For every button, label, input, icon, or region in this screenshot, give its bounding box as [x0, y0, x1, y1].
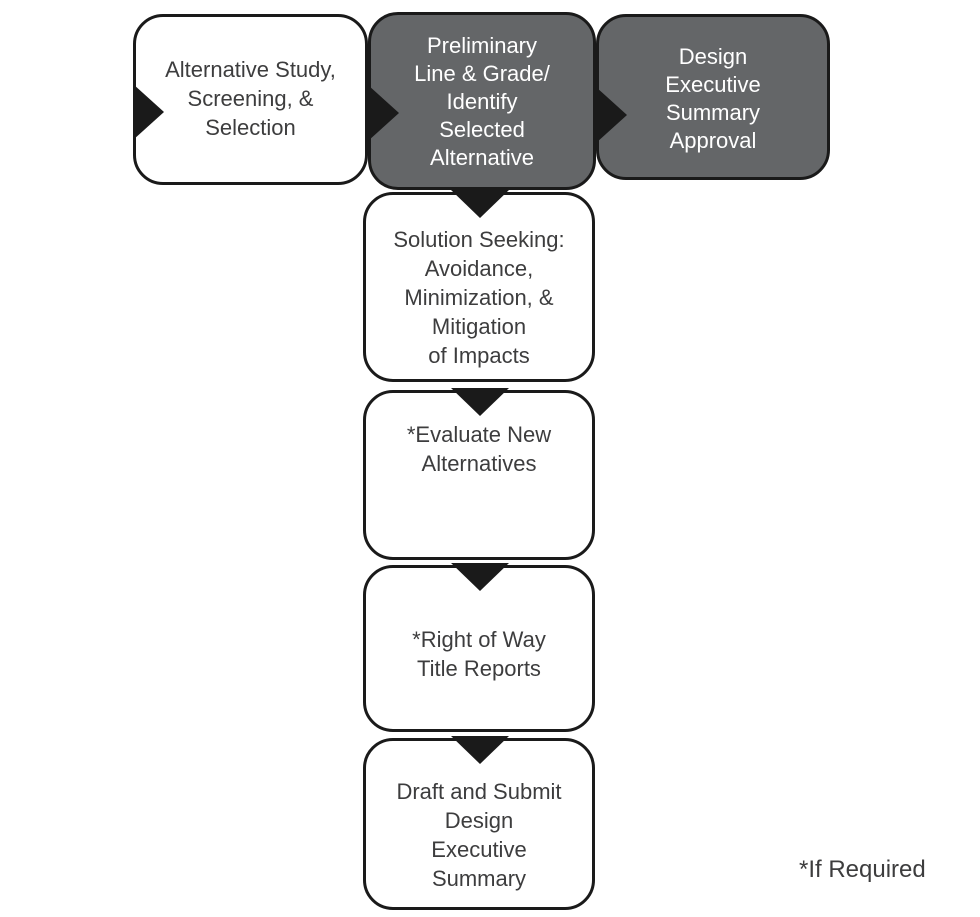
arrow-down-icon: [451, 736, 509, 764]
step-label-line: Design: [678, 44, 748, 69]
step-label-line: Identify: [446, 89, 518, 114]
step-label-line: Mitigation: [431, 314, 527, 339]
arrow-right-icon: [596, 87, 627, 143]
step-label-line: Screening, &: [187, 86, 314, 111]
step-preliminary-line-grade-identify-selected-alternative: Preliminary Line & Grade/ Identify Selec…: [368, 12, 596, 190]
step-label-line: Avoidance,: [424, 256, 534, 281]
arrow-right-icon: [368, 85, 399, 141]
step-label-line: Title Reports: [417, 656, 541, 681]
step-label-line: Draft and Submit: [396, 779, 562, 804]
step-design-executive-summary-approval: Design Executive Summary Approval: [596, 14, 830, 180]
step-label-line: Minimization, &: [404, 285, 554, 310]
if-required-footnote: *If Required: [799, 856, 926, 883]
step-label-line: Preliminary: [426, 33, 538, 58]
step-label-line: Alternatives: [421, 451, 537, 476]
step-solution-seeking: Solution Seeking: Avoidance, Minimizatio…: [363, 192, 595, 382]
step-label-line: Executive: [431, 837, 527, 862]
step-label-line: Selection: [205, 115, 296, 140]
arrow-down-icon: [451, 190, 509, 218]
step-label-line: Executive: [665, 72, 761, 97]
step-label-line: Alternative Study,: [165, 57, 336, 82]
step-label-line: *Evaluate New: [406, 422, 552, 447]
arrow-down-icon: [451, 563, 509, 591]
step-label-line: Approval: [669, 128, 757, 153]
step-alternative-study-screening-selection: Alternative Study, Screening, & Selectio…: [133, 14, 368, 185]
step-label-line: Line & Grade/: [414, 61, 550, 86]
step-label-line: Selected: [439, 117, 525, 142]
arrow-right-icon: [133, 84, 164, 140]
step-label-line: Design: [444, 808, 514, 833]
arrow-down-icon: [451, 388, 509, 416]
step-evaluate-new-alternatives: *Evaluate New Alternatives: [363, 390, 595, 560]
step-label-line: *Right of Way: [412, 627, 546, 652]
step-label-line: Solution Seeking:: [393, 227, 565, 252]
step-label-line: Summary: [431, 866, 527, 891]
step-label-line: Summary: [665, 100, 761, 125]
step-label-line: of Impacts: [428, 343, 530, 368]
step-label-line: Alternative: [430, 145, 534, 170]
step-draft-and-submit-design-executive-summary: Draft and Submit Design Executive Summar…: [363, 738, 595, 910]
